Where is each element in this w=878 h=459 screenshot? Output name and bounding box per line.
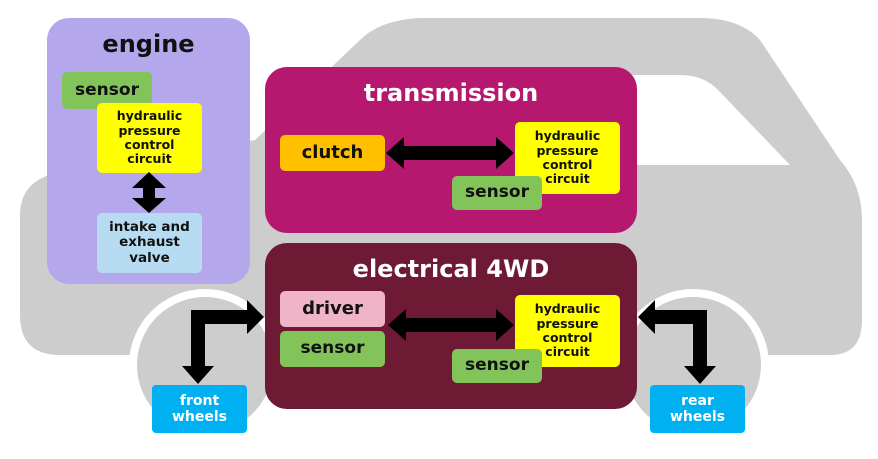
engine-panel: engine sensor hydraulic pressure control… bbox=[47, 18, 250, 284]
electrical-4wd-title: electrical 4WD bbox=[352, 255, 550, 283]
clutch-box: clutch bbox=[280, 135, 385, 171]
electrical-4wd-panel: electrical 4WD driver sensor hydraulic p… bbox=[265, 243, 637, 409]
rear-wheels-box: rear wheels bbox=[650, 385, 745, 433]
engine-hydraulic-circuit: hydraulic pressure control circuit bbox=[97, 103, 202, 173]
transmission-sensor: sensor bbox=[452, 176, 542, 210]
intake-exhaust-valve: intake and exhaust valve bbox=[97, 213, 202, 273]
electrical-sensor-left: sensor bbox=[280, 331, 385, 367]
front-wheels-box: front wheels bbox=[152, 385, 247, 433]
transmission-panel: transmission clutch hydraulic pressure c… bbox=[265, 67, 637, 233]
engine-title: engine bbox=[102, 30, 195, 58]
electrical-sensor-right: sensor bbox=[452, 349, 542, 383]
engine-sensor: sensor bbox=[62, 72, 152, 109]
transmission-title: transmission bbox=[363, 79, 539, 107]
electrical-hydraulic-circuit: hydraulic pressure control circuit bbox=[515, 295, 620, 367]
driver-box: driver bbox=[280, 291, 385, 327]
